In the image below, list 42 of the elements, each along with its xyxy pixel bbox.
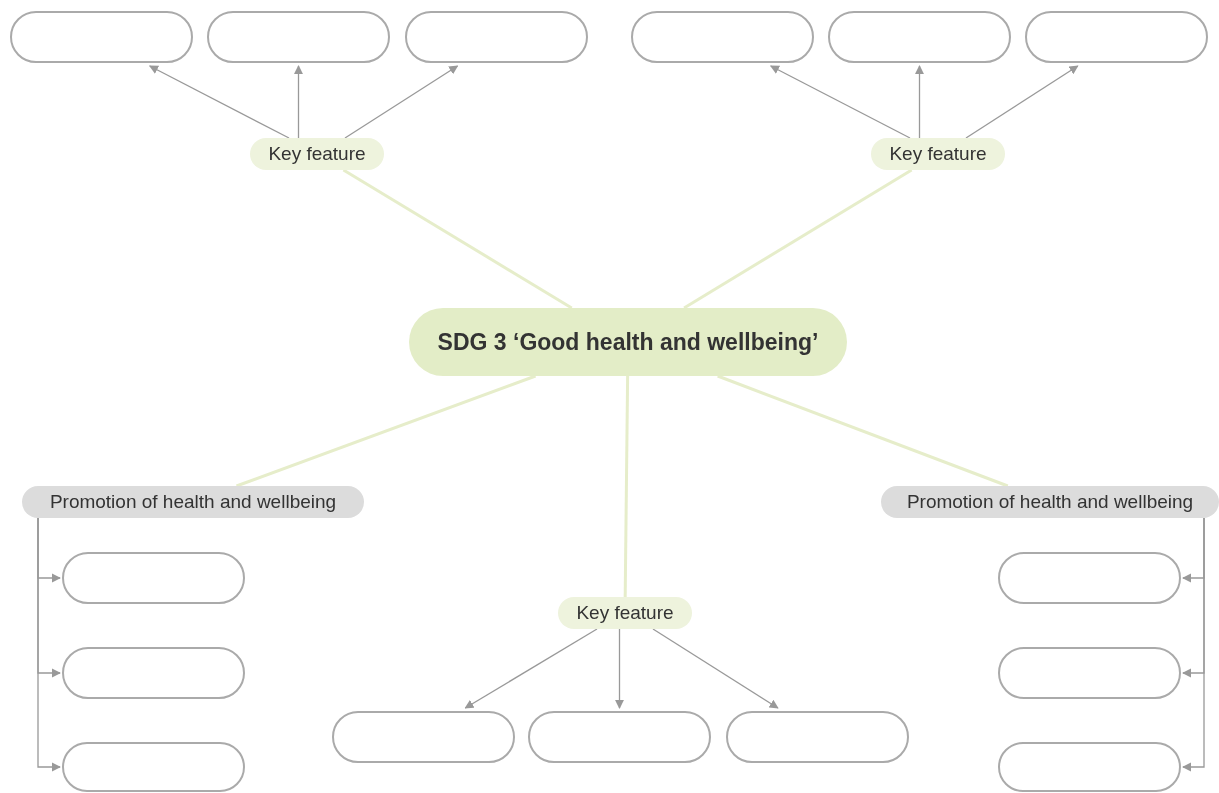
arrow bbox=[37, 517, 61, 772]
category-tag bbox=[881, 486, 1219, 518]
arrow bbox=[614, 628, 625, 709]
arrow bbox=[965, 65, 1079, 139]
empty-rounded-box bbox=[332, 711, 515, 763]
node-label: Promotion of health and wellbeing bbox=[49, 491, 337, 513]
empty-rounded-box bbox=[631, 11, 814, 63]
arrow bbox=[914, 65, 925, 139]
node-label: Key feature bbox=[889, 143, 987, 165]
empty-rounded-box bbox=[998, 552, 1181, 604]
node-label: SDG 3 ‘Good health and wellbeing’ bbox=[437, 328, 819, 356]
node-label: Key feature bbox=[576, 602, 674, 624]
arrow bbox=[652, 628, 779, 709]
empty-rounded-box bbox=[62, 552, 245, 604]
connector-line bbox=[236, 374, 537, 488]
category-tag bbox=[22, 486, 364, 518]
connector-line bbox=[623, 376, 630, 597]
connector-line bbox=[683, 168, 913, 310]
empty-rounded-box bbox=[528, 711, 711, 763]
empty-rounded-box bbox=[998, 742, 1181, 792]
arrow bbox=[148, 65, 290, 139]
arrow bbox=[344, 65, 459, 139]
key-feature-tag bbox=[250, 138, 384, 170]
arrow bbox=[769, 65, 911, 139]
connector-line bbox=[342, 168, 573, 310]
empty-rounded-box bbox=[726, 711, 909, 763]
empty-rounded-box bbox=[998, 647, 1181, 699]
empty-rounded-box bbox=[62, 647, 245, 699]
empty-rounded-box bbox=[1025, 11, 1208, 63]
key-feature-tag bbox=[558, 597, 692, 629]
arrow bbox=[293, 65, 304, 139]
empty-rounded-box bbox=[207, 11, 390, 63]
connector-line bbox=[717, 374, 1009, 488]
node-label: Promotion of health and wellbeing bbox=[906, 491, 1194, 513]
arrow bbox=[464, 628, 598, 709]
empty-rounded-box bbox=[62, 742, 245, 792]
key-feature-tag bbox=[871, 138, 1005, 170]
node-label: Key feature bbox=[268, 143, 366, 165]
empty-rounded-box bbox=[828, 11, 1011, 63]
arrow bbox=[1182, 517, 1205, 772]
empty-rounded-box bbox=[10, 11, 193, 63]
empty-rounded-box bbox=[405, 11, 588, 63]
